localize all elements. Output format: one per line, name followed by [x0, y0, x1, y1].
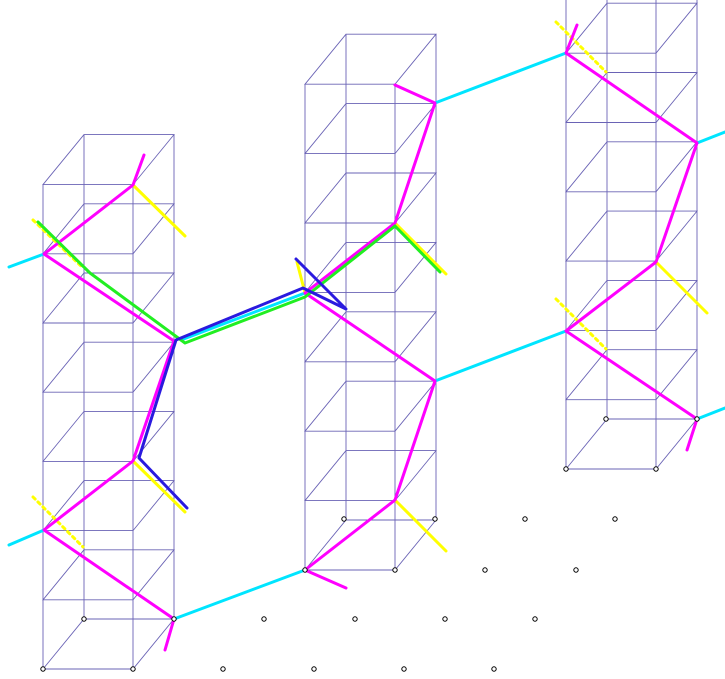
floor-node — [533, 617, 537, 621]
stack-level-slab — [566, 142, 697, 192]
floor-node — [433, 517, 437, 521]
floor-node — [172, 617, 176, 621]
stack-level-slab — [305, 381, 436, 431]
bond-cyan — [435, 53, 566, 103]
bond-cyan — [181, 293, 305, 340]
floor-node — [342, 517, 346, 521]
bond-green-path — [38, 222, 440, 343]
bond-yellow — [395, 223, 446, 274]
stack-level-slab — [566, 211, 697, 261]
bond-yellow — [656, 262, 707, 313]
stack-level-slab — [43, 135, 174, 185]
stack-level-slab — [43, 619, 174, 669]
stack-level-slab — [305, 451, 436, 501]
floor-node — [654, 467, 658, 471]
floor-node — [483, 568, 487, 572]
floor-node — [402, 667, 406, 671]
bond-yellow — [395, 500, 446, 551]
stack-level-slab — [43, 411, 174, 461]
floor-node — [443, 617, 447, 621]
bond-yellow — [133, 461, 185, 512]
stack-level-slab — [566, 3, 697, 53]
floor-node — [604, 417, 608, 421]
floor-node — [353, 617, 357, 621]
bond-cyan — [9, 254, 44, 267]
floor-node — [695, 417, 699, 421]
floor-node — [82, 617, 86, 621]
floor-node — [131, 667, 135, 671]
stack-level-slab — [305, 520, 436, 570]
bond-cyan — [174, 570, 305, 619]
stack-level-slab — [305, 173, 436, 223]
bond-blue-path — [139, 259, 346, 508]
bond-cyan — [435, 331, 566, 381]
bond-network — [9, 22, 725, 650]
bond-yellow — [133, 185, 185, 236]
floor-node — [41, 667, 45, 671]
floor-node — [262, 617, 266, 621]
bond-cyan — [697, 132, 725, 143]
floor-node — [393, 568, 397, 572]
stack-level-slab — [305, 104, 436, 154]
floor-node — [492, 667, 496, 671]
floor-node — [613, 517, 617, 521]
floor-node — [523, 517, 527, 521]
floor-node — [564, 467, 568, 471]
bond-cyan — [9, 530, 44, 545]
bond-cyan — [697, 408, 725, 419]
stack-middle — [305, 34, 436, 570]
stack-level-slab — [566, 280, 697, 330]
lattice-wireframe — [43, 0, 697, 669]
floor-node — [221, 667, 225, 671]
stack-level-slab — [566, 419, 697, 469]
stack-level-slab — [43, 342, 174, 392]
floor-node — [574, 568, 578, 572]
floor-node — [312, 667, 316, 671]
floor-node — [303, 568, 307, 572]
stack-level-slab — [43, 481, 174, 531]
stack-level-slab — [305, 34, 436, 84]
stack-right — [566, 0, 697, 469]
